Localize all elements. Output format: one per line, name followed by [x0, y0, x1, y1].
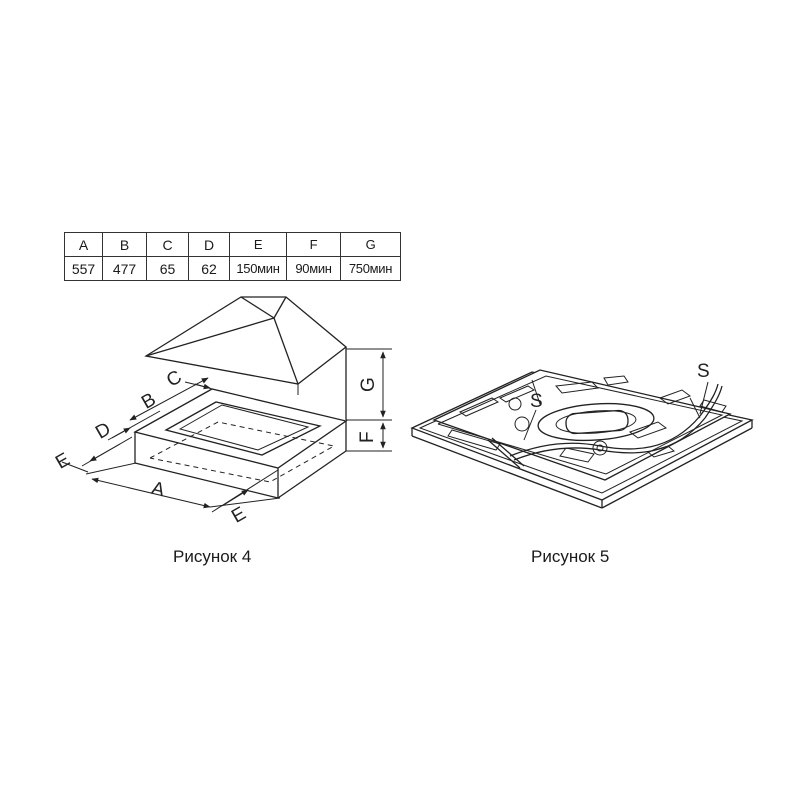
- hood-illustration: [144, 296, 348, 420]
- dim-label-f: F: [357, 431, 378, 443]
- cutout-illustration: [133, 388, 348, 499]
- dim-label-e-right: E: [228, 503, 249, 528]
- value-c: 65: [146, 256, 189, 281]
- dim-label-a: A: [149, 478, 167, 502]
- hob-illustration: [410, 369, 754, 509]
- dim-label-d: D: [92, 418, 114, 443]
- value-d: 62: [188, 256, 230, 281]
- figure-4-caption: Рисунок 4: [173, 547, 252, 566]
- value-b: 477: [102, 256, 147, 281]
- dim-label-b: B: [138, 389, 159, 414]
- value-a: 557: [64, 256, 103, 281]
- value-f: 90мин: [286, 256, 341, 281]
- dimensions-table: A B C D E F G 557 477 65 62 150мин 90мин…: [64, 232, 401, 281]
- dimension-lines: [61, 348, 392, 513]
- table-header-row: A B C D E F G: [64, 232, 401, 257]
- figure-4-drawing: A B C D E E G F: [52, 296, 392, 528]
- seal-label-right: S: [697, 361, 710, 382]
- seal-label-left: S: [530, 391, 543, 412]
- figure-5-drawing: S S: [410, 361, 754, 509]
- figure-5-caption: Рисунок 5: [531, 547, 610, 566]
- dim-label-g: G: [358, 377, 379, 392]
- value-e: 150мин: [229, 256, 287, 281]
- header-a: A: [64, 232, 103, 257]
- dim-label-e-left: E: [52, 449, 73, 474]
- table-value-row: 557 477 65 62 150мин 90мин 750мин: [64, 256, 401, 281]
- header-e: E: [229, 232, 287, 257]
- value-g: 750мин: [340, 256, 401, 281]
- header-f: F: [286, 232, 341, 257]
- dim-label-c: C: [163, 366, 185, 391]
